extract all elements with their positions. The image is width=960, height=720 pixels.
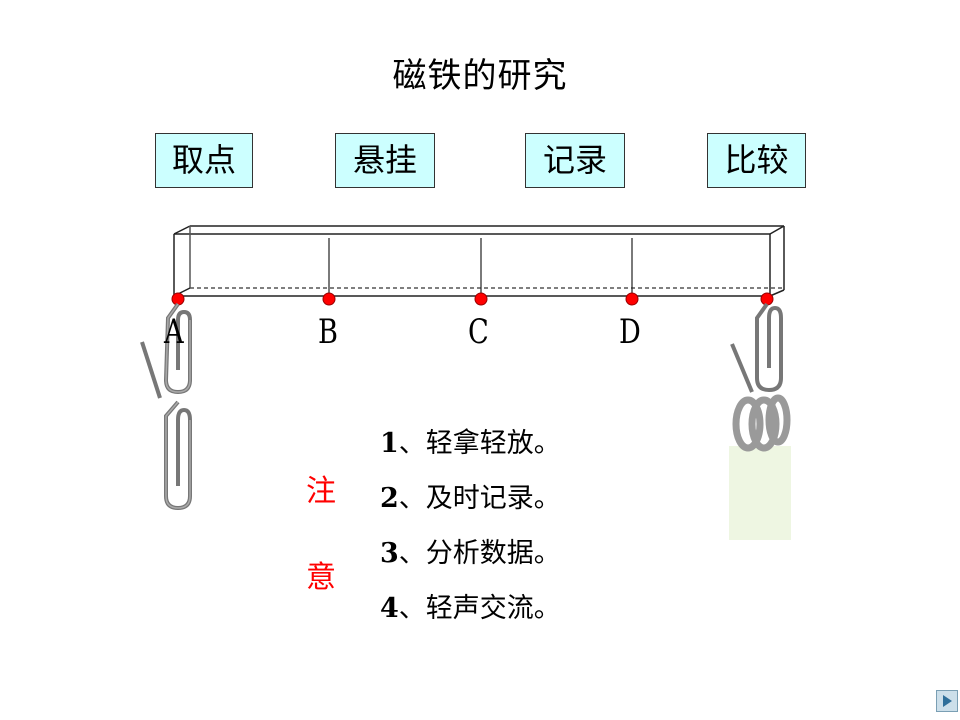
step-compare[interactable]: 比较 [707,133,806,188]
page-title: 磁铁的研究 [392,56,568,96]
point-c-dot [474,292,488,306]
point-d-label: D [619,312,641,352]
next-slide-arrow-icon[interactable] [936,690,958,712]
point-b-label: B [318,312,338,352]
point-a-label: A [164,312,184,352]
notice-char-1: 注 [306,474,336,509]
point-e-dot [760,292,774,306]
point-c-label: C [468,312,489,352]
magnet-bar [173,225,785,297]
step-take-points[interactable]: 取点 [155,133,253,188]
ring-shadow [729,446,791,540]
paperclip-right [730,302,783,393]
step-record[interactable]: 记录 [525,133,625,188]
point-d-dot [625,292,639,306]
note-item: 3、分析数据。 [380,538,561,569]
note-item: 4、轻声交流。 [380,593,561,624]
notes-list: 1、轻拿轻放。 2、及时记录。 3、分析数据。 4、轻声交流。 [380,424,561,644]
marker-lines [328,238,633,296]
notice-char-2: 意 [306,560,336,595]
metal-rings [732,394,791,452]
point-b-dot [322,292,336,306]
point-a-dot [171,292,185,306]
note-item: 2、及时记录。 [380,483,561,514]
step-hang[interactable]: 悬挂 [335,133,435,188]
note-item: 1、轻拿轻放。 [380,428,561,459]
